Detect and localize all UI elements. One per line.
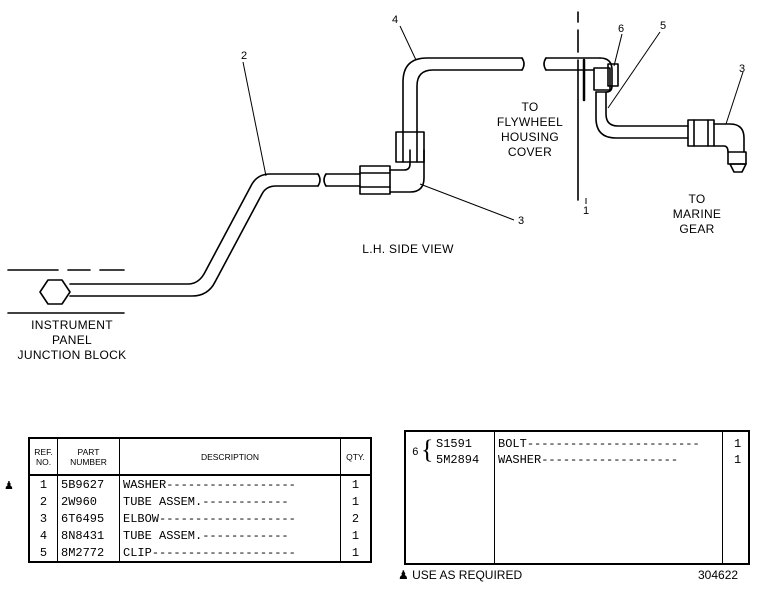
table-row: 1 5B9627 WASHER------------------ 1 <box>28 475 372 493</box>
footer-note: ♟ USE AS REQUIRED <box>398 568 522 582</box>
row-1-marker: ♟ <box>4 480 14 492</box>
elbow-3-right <box>687 119 747 173</box>
qty-cell: 1 <box>734 437 742 451</box>
tube-assem-4 <box>402 57 525 133</box>
callout-6: 6 <box>618 23 625 35</box>
qty-cell: 1 <box>340 527 372 544</box>
ref-cell: 4 <box>28 527 58 544</box>
header-qty: QTY. <box>340 437 372 476</box>
qty-cell: 1 <box>340 544 372 562</box>
group-brace: { <box>421 435 434 464</box>
header-ref: REF. NO. <box>28 437 58 476</box>
qty-cell: 1 <box>734 453 742 467</box>
table-row: 3 6T6495 ELBOW------------------- 2 <box>28 510 372 527</box>
description-cell: TUBE ASSEM. ------------ <box>119 527 341 544</box>
ref-cell: 3 <box>28 510 58 527</box>
to-marine-gear-label: TO MARINE GEAR <box>672 192 722 236</box>
part-number-cell: 2W960 <box>57 493 120 510</box>
header-description: DESCRIPTION <box>119 437 341 476</box>
part-number-cell: S1591 <box>436 437 473 451</box>
qty-cell: 1 <box>340 475 372 493</box>
tube-routing-diagram <box>7 11 747 314</box>
column-divider <box>494 432 495 563</box>
part-number-cell: 6T6495 <box>57 510 120 527</box>
footer-marker: ♟ <box>398 568 409 582</box>
part-number-cell: 5M2894 <box>436 453 480 467</box>
description-cell: TUBE ASSEM. ------------ <box>119 493 341 510</box>
callout-4: 4 <box>392 14 399 26</box>
description-cell: BOLT------------------------ <box>498 437 700 451</box>
illustration-number: 304622 <box>698 568 739 582</box>
view-label: L.H. SIDE VIEW <box>362 242 454 256</box>
callout-1: 1 <box>583 205 590 217</box>
callout-3-right: 3 <box>739 63 746 75</box>
part-number-cell: 5B9627 <box>57 475 120 493</box>
description-cell: WASHER------------------ <box>119 475 341 493</box>
callout-5: 5 <box>660 20 667 32</box>
to-flywheel-label: TO FLYWHEEL HOUSING COVER <box>496 100 564 159</box>
clip-5 <box>593 57 619 93</box>
part-number-cell: 8N8431 <box>57 527 120 544</box>
table-row: 4 8N8431 TUBE ASSEM. ------------ 1 <box>28 527 372 544</box>
elbow-3-lh <box>359 131 425 195</box>
part-number-cell: 8M2772 <box>57 544 120 562</box>
callout-2: 2 <box>241 50 248 62</box>
use-as-required-text: USE AS REQUIRED <box>412 568 523 582</box>
junction-block-hex <box>39 279 71 305</box>
ref-cell: 2 <box>28 493 58 510</box>
table-row: 5 8M2772 CLIP-------------------- 1 <box>28 544 372 562</box>
header-part-number: PART NUMBER <box>57 437 120 476</box>
ref-cell: 1 <box>28 475 58 493</box>
tube-assem-2 <box>69 173 321 297</box>
parts-table-2: 6 { S1591 BOLT------------------------ 1… <box>404 430 750 565</box>
qty-cell: 1 <box>340 493 372 510</box>
parts-table: REF. NO. PART NUMBER DESCRIPTION QTY. 1 … <box>28 437 372 563</box>
qty-cell: 2 <box>340 510 372 527</box>
column-divider <box>722 432 723 563</box>
instrument-panel-label: INSTRUMENT PANEL JUNCTION BLOCK <box>17 318 127 362</box>
ref-cell: 5 <box>28 544 58 562</box>
group-ref: 6 <box>412 447 419 459</box>
callout-3-left: 3 <box>518 215 525 227</box>
table-row: 2 2W960 TUBE ASSEM. ------------ 1 <box>28 493 372 510</box>
description-cell: CLIP-------------------- <box>119 544 341 562</box>
description-cell: ELBOW------------------- <box>119 510 341 527</box>
description-cell: WASHER------------------- <box>498 453 679 467</box>
